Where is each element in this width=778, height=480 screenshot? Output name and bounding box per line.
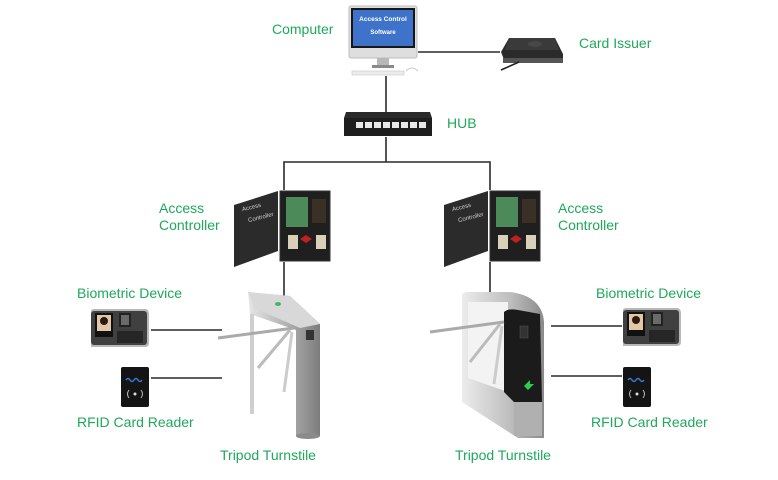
rfid-right-node (622, 366, 652, 413)
access-controller-icon (444, 190, 541, 267)
rfid-reader-icon (623, 367, 651, 407)
controller-right-label-line1: Access (558, 200, 604, 216)
controller-right-node: Access Controller (442, 189, 542, 274)
hub-icon (344, 112, 432, 136)
biometric-left-node (87, 307, 151, 354)
card-issuer-node (497, 34, 569, 79)
controller-left-label: Access Controller (159, 200, 220, 234)
biometric-right-label: Biometric Device (596, 285, 702, 301)
rfid-reader-icon (121, 367, 149, 407)
computer-screen-text-2: Software (370, 30, 396, 36)
biometric-right-node (619, 306, 683, 353)
access-controller-icon (234, 190, 331, 267)
controller-right-label: Access Controller (558, 200, 619, 234)
tripod-turnstile-icon (429, 292, 544, 438)
rfid-left-label: RFID Card Reader (77, 414, 194, 430)
turnstile-right-node (428, 292, 548, 445)
tripod-turnstile-icon (217, 292, 320, 439)
card-issuer-label: Card Issuer (579, 35, 652, 51)
biometric-device-icon (91, 309, 149, 347)
card-issuer-icon (500, 38, 563, 71)
turnstile-right-label: Tripod Turnstile (455, 447, 551, 463)
controller-left-label-line1: Access (159, 200, 205, 216)
computer-screen-text-1: Access Control (359, 16, 407, 23)
wire-hub-controllers (283, 161, 491, 190)
hub-label: HUB (447, 115, 477, 131)
biometric-left-label: Biometric Device (77, 285, 183, 301)
hub-node (342, 110, 434, 143)
rfid-left-node (120, 366, 150, 413)
controller-left-label-line2: Controller (159, 217, 220, 233)
turnstile-left-label: Tripod Turnstile (220, 447, 316, 463)
computer-label: Computer (272, 21, 334, 37)
computer-icon (348, 5, 419, 76)
computer-node: Access Control Software (348, 5, 419, 77)
controller-left-node: Access Controller (232, 189, 332, 274)
biometric-device-icon (623, 308, 681, 346)
rfid-right-label: RFID Card Reader (591, 414, 708, 430)
controller-right-label-line2: Controller (558, 217, 619, 233)
turnstile-left-node (214, 290, 326, 447)
